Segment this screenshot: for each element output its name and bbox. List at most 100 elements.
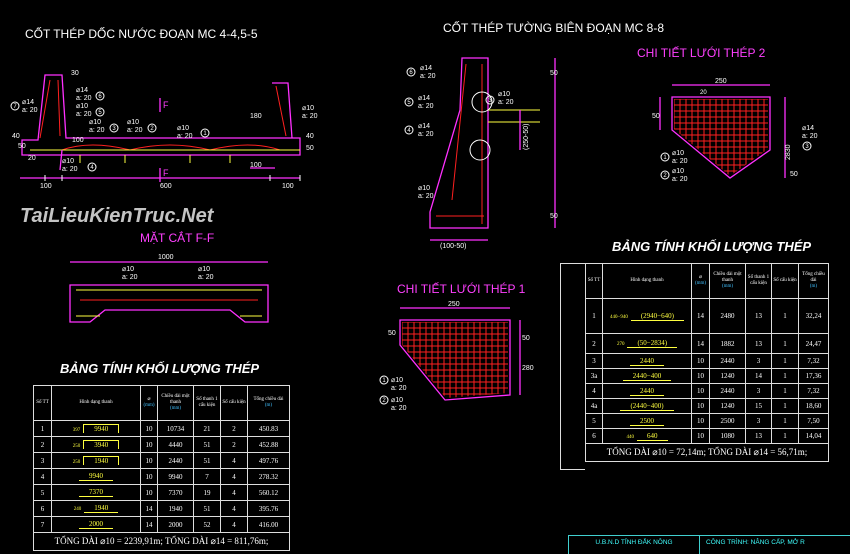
- cell-bars: 21: [193, 420, 221, 437]
- cell-bars: 14: [745, 368, 772, 384]
- watermark: TaiLieuKienTruc.Net: [20, 205, 215, 227]
- dim-label: 50: [652, 113, 660, 120]
- bar-shape: 2440: [630, 357, 664, 366]
- cell-total: 560.12: [247, 484, 290, 501]
- dim-label: 40: [12, 133, 20, 140]
- shape-side-dim: 240: [73, 507, 82, 512]
- cell-stt: 1: [33, 420, 52, 437]
- marker-number: 2: [382, 398, 386, 404]
- bar-shape: 640: [637, 432, 668, 441]
- rebar-label: a: 20: [22, 107, 38, 114]
- dim-label: 100: [282, 183, 294, 190]
- marker-number: 7: [13, 104, 17, 110]
- cell-diameter: 10: [691, 368, 710, 384]
- luoi-thep-1-detail: 250 50 50 280 ⌀10 a: 20 ⌀10 a: 20 1 2: [379, 301, 534, 412]
- cell-stt: 5: [33, 484, 52, 501]
- cell-total: 7,32: [798, 383, 829, 399]
- cell-diameter: 10: [691, 353, 710, 369]
- table-total-row: TỔNG DÀI ⌀10 = 2239,91m; TỔNG DÀI ⌀14 = …: [33, 532, 290, 551]
- cell-stt: 4: [585, 383, 603, 399]
- cell-total: 32,24: [798, 298, 829, 334]
- col-length: Chiều dài một thanh(mm): [709, 263, 746, 299]
- rebar-label: a: 20: [420, 73, 436, 80]
- marker-number: 3: [112, 126, 116, 132]
- rebar-label: a: 20: [89, 127, 105, 134]
- marker-number: 3: [805, 144, 809, 150]
- cell-members: 1: [771, 368, 799, 384]
- cell-length: 2480: [709, 298, 746, 334]
- dim-label: 50: [522, 335, 530, 342]
- col-diameter: ⌀(mm): [140, 385, 158, 421]
- cell-total: 14,04: [798, 428, 829, 444]
- cell-diameter: 10: [140, 436, 158, 453]
- col-stt: Số TT: [585, 263, 603, 299]
- rebar-label: ⌀14: [76, 87, 88, 94]
- cell-length: 1240: [709, 398, 746, 414]
- col-bars: Số thanh 1 cấu kiện: [745, 263, 772, 299]
- cell-shape: (2440−400): [602, 398, 692, 414]
- cell-stt: 6: [33, 500, 52, 517]
- steel-quantity-table-2: Số TT Hình dạng thanh ⌀(mm) Chiều dài mộ…: [585, 263, 829, 462]
- cell-total: 416.00: [247, 516, 290, 533]
- cell-shape: 440−940(2940−640): [602, 298, 692, 334]
- mat-cat-ff: 1000 ⌀10 a: 20 ⌀10 a: 20: [69, 254, 269, 323]
- cell-diameter: 10: [140, 452, 158, 469]
- rebar-label: a: 20: [498, 99, 514, 106]
- marker-number: 3: [488, 98, 492, 104]
- bar-shape: 9940: [83, 424, 120, 433]
- col-members: Số cấu kiện: [771, 263, 799, 299]
- rebar-label: ⌀10: [302, 105, 314, 112]
- cell-shape: 270(50−2834): [602, 333, 692, 354]
- title-bang-2: BẢNG TÍNH KHỐI LƯỢNG THÉP: [612, 239, 811, 254]
- cell-stt: 4a: [585, 398, 603, 414]
- title-luoi-thep-1: CHI TIẾT LƯỚI THÉP 1: [397, 281, 526, 296]
- rebar-label: ⌀14: [418, 95, 430, 102]
- cell-length: 2000: [157, 516, 194, 533]
- cell-diameter: 10: [691, 428, 710, 444]
- cell-total: 452.88: [247, 436, 290, 453]
- dim-label: 50: [306, 145, 314, 152]
- dim-label: 180: [250, 113, 262, 120]
- rebar-label: ⌀14: [802, 125, 814, 132]
- cell-members: 4: [220, 500, 248, 517]
- title-luoi-thep-2: CHI TIẾT LƯỚI THÉP 2: [637, 45, 766, 60]
- dim-label: 2830: [785, 144, 792, 160]
- rebar-label: a: 20: [672, 176, 688, 183]
- cell-total: 7,32: [798, 353, 829, 369]
- cell-total: 278.32: [247, 468, 290, 485]
- bar-shape: 1940: [84, 504, 119, 513]
- shape-side-dim: 250: [72, 460, 81, 465]
- rebar-label: ⌀10: [177, 125, 189, 132]
- bar-shape: (2940−640): [630, 312, 684, 321]
- dim-label: 20: [28, 155, 36, 162]
- rebar-label: ⌀14: [418, 123, 430, 130]
- cell-members: 1: [771, 428, 799, 444]
- dim-label: 50: [388, 330, 396, 337]
- rebar-label: a: 20: [76, 111, 92, 118]
- cell-diameter: 10: [140, 468, 158, 485]
- cell-total: 17,36: [798, 368, 829, 384]
- cell-diameter: 10: [691, 413, 710, 429]
- bar-shape: 1940: [83, 456, 120, 465]
- cell-total: 497.76: [247, 452, 290, 469]
- rebar-label: a: 20: [418, 131, 434, 138]
- rebar-label: ⌀10: [198, 266, 210, 273]
- dim-label: 50: [790, 171, 798, 178]
- cell-diameter: 14: [140, 516, 158, 533]
- rebar-label: ⌀10: [672, 150, 684, 157]
- cell-members: 1: [771, 333, 799, 354]
- col-diameter: ⌀(mm): [691, 263, 710, 299]
- bar-shape: (2440−400): [620, 402, 674, 411]
- cell-length: 1940: [157, 500, 194, 517]
- bar-shape: (50−2834): [627, 339, 678, 348]
- bar-shape: 9940: [79, 472, 113, 481]
- cell-total: 24,47: [798, 333, 829, 354]
